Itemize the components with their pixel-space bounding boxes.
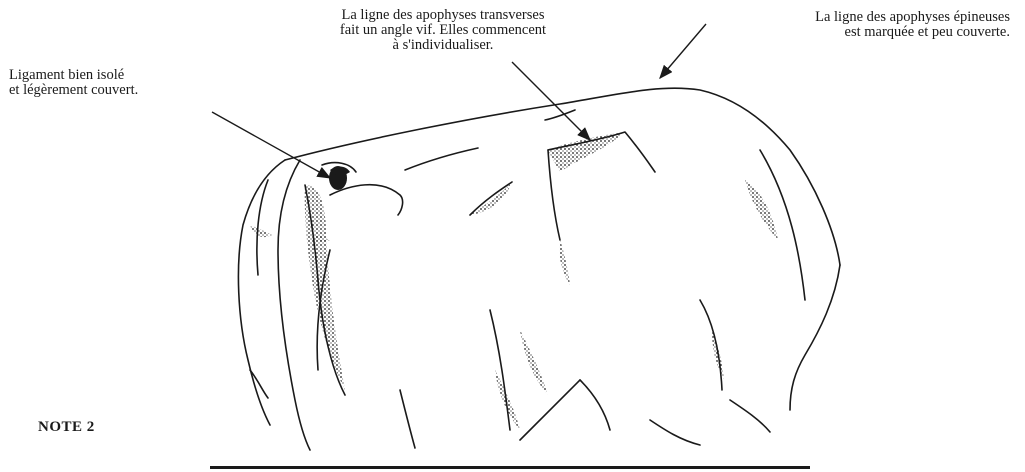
- note-title: NOTE 2: [38, 419, 95, 436]
- spinous-process-annotation: La ligne des apophyses épineuses est mar…: [700, 10, 1010, 40]
- bottom-rule: [210, 466, 810, 469]
- arrow-ligament: [212, 112, 330, 178]
- transverse-process-annotation: La ligne des apophyses transverses fait …: [268, 8, 618, 53]
- thigh-outline: [790, 265, 840, 410]
- ligament-annotation: Ligament bien isolé et légèrement couver…: [9, 68, 138, 98]
